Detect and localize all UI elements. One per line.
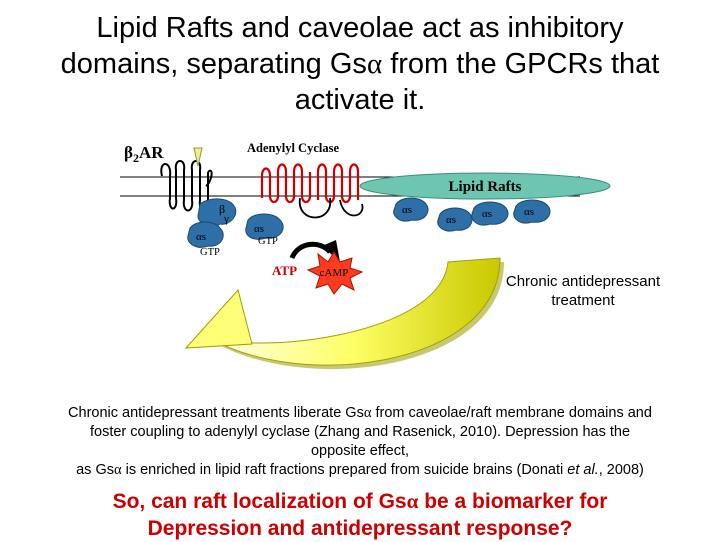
- feedback-arrow-head: [184, 288, 253, 349]
- caption-line-4-mid: is enriched in lipid raft fractions prep…: [121, 462, 568, 478]
- alpha-s-label-2: αs: [254, 223, 264, 235]
- raft-g-alpha-s-2: αs: [437, 207, 473, 232]
- raft-g-alpha-s-3: αs: [471, 201, 509, 226]
- question-line-2: Depression and antidepressant response?: [147, 517, 573, 540]
- caption-line-3: opposite effect,: [310, 443, 410, 459]
- camp-starburst: [306, 251, 364, 295]
- question-line-1-pre: So, can raft localization of Gs: [112, 490, 407, 513]
- title-line-1: Lipid Rafts and caveolae act as inhibito…: [96, 12, 624, 44]
- adenylyl-cyclase: [260, 163, 364, 219]
- caption-text: Chronic antidepressant treatments libera…: [18, 404, 702, 480]
- caption-line-4-post: , 2008): [598, 462, 644, 478]
- slide-title: Lipid Rafts and caveolae act as inhibito…: [20, 10, 700, 118]
- research-question: So, can raft localization of Gsα be a bi…: [10, 488, 710, 542]
- title-line-3: activate it.: [294, 84, 426, 116]
- chronic-treatment-label: Chronic antidepressant treatment: [478, 272, 688, 310]
- feedback-arrow: [184, 257, 504, 370]
- raft-g-alpha-s-4: αs: [513, 199, 551, 224]
- chronic-line-2: treatment: [551, 292, 615, 309]
- b2ar-label: β2AR: [124, 143, 164, 165]
- chronic-line-1: Chronic antidepressant: [505, 273, 661, 290]
- alpha-symbol: α: [366, 48, 383, 80]
- signaling-diagram: Lipid Rafts β2AR Adenylyl Cyclase β γ αs…: [120, 141, 611, 370]
- g-alpha-s-receptor: αs: [187, 221, 224, 248]
- caption-et-al: et al.: [567, 462, 599, 478]
- lipid-rafts-label: Lipid Rafts: [449, 179, 522, 195]
- lipid-raft: [359, 172, 611, 200]
- question-line-1-post: be a biomarker for: [418, 490, 608, 513]
- alpha-s-label-3: αs: [402, 204, 412, 216]
- alpha-s-label-1: αs: [196, 231, 206, 243]
- adenylyl-cyclase-label: Adenylyl Cyclase: [247, 141, 339, 155]
- raft-g-alpha-s-1: αs: [393, 197, 429, 222]
- caption-line-1: Chronic antidepressant treatments libera…: [18, 404, 702, 423]
- gamma-label: γ: [223, 213, 229, 225]
- title-line-2-post: from the GPCRs that: [382, 48, 660, 80]
- title-line-2: domains, separating Gsα from the GPCRs t…: [20, 46, 700, 82]
- atp-label: ATP: [272, 263, 297, 278]
- caption-line-1-pre: Chronic antidepressant treatments libera…: [68, 405, 364, 421]
- caption-line-4: as Gsα is enriched in lipid raft fractio…: [18, 461, 702, 480]
- g-alpha-s-cyclase: αs: [245, 213, 284, 240]
- gtp-label-1: GTP: [200, 247, 220, 258]
- alpha-s-label-5: αs: [482, 208, 492, 220]
- beta2-adrenergic-receptor: [160, 160, 213, 212]
- question-line-1: So, can raft localization of Gsα be a bi…: [10, 488, 710, 515]
- caption-line-2: foster coupling to adenylyl cyclase (Zha…: [89, 424, 631, 440]
- question-alpha: α: [406, 489, 419, 513]
- camp-label: cAMP: [320, 267, 349, 279]
- caption-alpha-2: α: [113, 462, 122, 478]
- beta-label: β: [219, 202, 225, 216]
- caption-alpha-1: α: [363, 405, 372, 421]
- alpha-s-label-6: αs: [524, 206, 534, 218]
- caption-line-4-pre: as Gs: [76, 462, 114, 478]
- gtp-label-2: GTP: [258, 236, 278, 247]
- title-line-2-pre: domains, separating Gs: [60, 48, 367, 80]
- caption-line-1-post: from caveolae/raft membrane domains and: [371, 405, 652, 421]
- alpha-s-label-4: αs: [446, 214, 456, 226]
- ligand-icon: [193, 147, 203, 167]
